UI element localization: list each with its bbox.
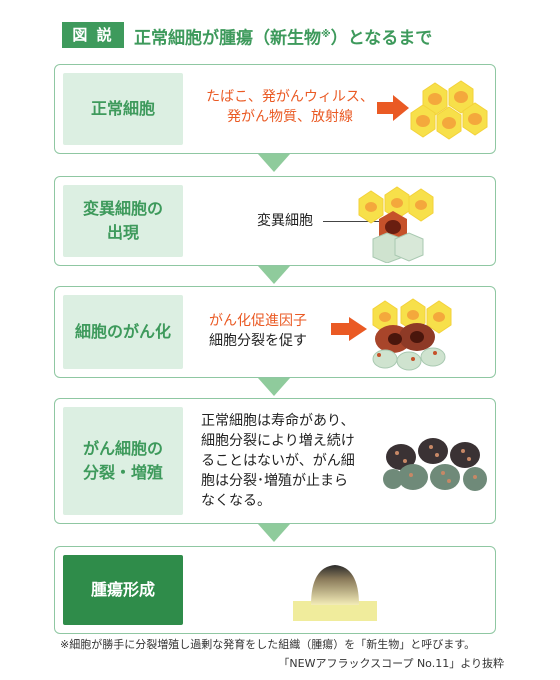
figure-badge: 図 説 xyxy=(62,22,124,48)
title-end: ）となるまで xyxy=(330,28,433,49)
step-label-text: 細胞のがん化 xyxy=(74,322,171,341)
description-line: 胞は分裂･増殖が止まら xyxy=(201,473,348,489)
flow-arrow-icon xyxy=(258,266,290,284)
carcinogen-line-1: たばこ、発がんウィルス、 xyxy=(206,89,374,105)
mutant-cell-callout: 変異細胞 xyxy=(257,213,313,229)
carcinogen-line-2: 発がん物質、放射線 xyxy=(227,109,353,125)
flow-arrow-icon xyxy=(258,154,290,172)
source-citation: 「NEWアフラックスコープ No.11」より抜粋 xyxy=(278,657,504,670)
step-label: 細胞のがん化 xyxy=(63,295,183,369)
promoter-line-1: がん化促進因子 xyxy=(209,313,307,329)
step-label-line-2: 分裂・増殖 xyxy=(82,463,163,482)
growth-description: 正常細胞は寿命があり、 細胞分裂により増え続け ることはないが、がん細 胞は分裂… xyxy=(201,411,377,511)
step-cancer-growth: がん細胞の 分裂・増殖 正常細胞は寿命があり、 細胞分裂により増え続け ることは… xyxy=(54,398,496,524)
step-label-text: 腫瘍形成 xyxy=(90,580,155,599)
title-note-mark: ※ xyxy=(321,29,331,40)
step-label-line-1: 変異細胞の xyxy=(82,199,163,218)
callout-line xyxy=(323,221,379,222)
cancer-cells-icon xyxy=(372,298,452,371)
footnote: ※細胞が勝手に分裂増殖し過剰な発育をした組織（腫瘍）を「新生物」と呼びます。 xyxy=(60,638,476,651)
proliferating-cells-icon xyxy=(383,438,487,491)
step-label: がん細胞の 分裂・増殖 xyxy=(63,407,183,515)
mutant-cells-icon xyxy=(358,186,434,263)
normal-cells-icon xyxy=(410,80,488,140)
step-canceration: 細胞のがん化 がん化促進因子 細胞分裂を促す xyxy=(54,286,496,378)
step-label-line-2: 出現 xyxy=(106,223,139,242)
flow-arrow-icon xyxy=(258,378,290,396)
description-line: ることはないが、がん細 xyxy=(201,453,355,469)
description-line: 正常細胞は寿命があり、 xyxy=(201,413,355,429)
flow-arrow-icon xyxy=(258,524,290,542)
figure-title: 正常細胞が腫瘍（新生物※）となるまで xyxy=(134,22,433,49)
promoter-text: がん化促進因子 細胞分裂を促す xyxy=(209,311,307,351)
orange-arrow-icon xyxy=(331,317,367,341)
step-label: 変異細胞の 出現 xyxy=(63,185,183,257)
description-line: なくなる。 xyxy=(201,493,271,509)
tumor-icon xyxy=(293,565,377,621)
step-label: 正常細胞 xyxy=(63,73,183,145)
step-label: 腫瘍形成 xyxy=(63,555,183,625)
promoter-line-2: 細胞分裂を促す xyxy=(209,333,307,349)
step-label-text: 正常細胞 xyxy=(90,99,155,118)
orange-arrow-icon xyxy=(377,95,409,121)
carcinogen-text: たばこ、発がんウィルス、 発がん物質、放射線 xyxy=(205,87,375,127)
step-normal-cell: 正常細胞 たばこ、発がんウィルス、 発がん物質、放射線 xyxy=(54,64,496,154)
step-mutant-cell: 変異細胞の 出現 変異細胞 xyxy=(54,176,496,266)
step-tumor-formation: 腫瘍形成 xyxy=(54,546,496,634)
description-line: 細胞分裂により増え続け xyxy=(201,433,355,449)
step-label-line-1: がん細胞の xyxy=(82,439,163,458)
title-main: 正常細胞が腫瘍（新生物 xyxy=(134,28,321,49)
